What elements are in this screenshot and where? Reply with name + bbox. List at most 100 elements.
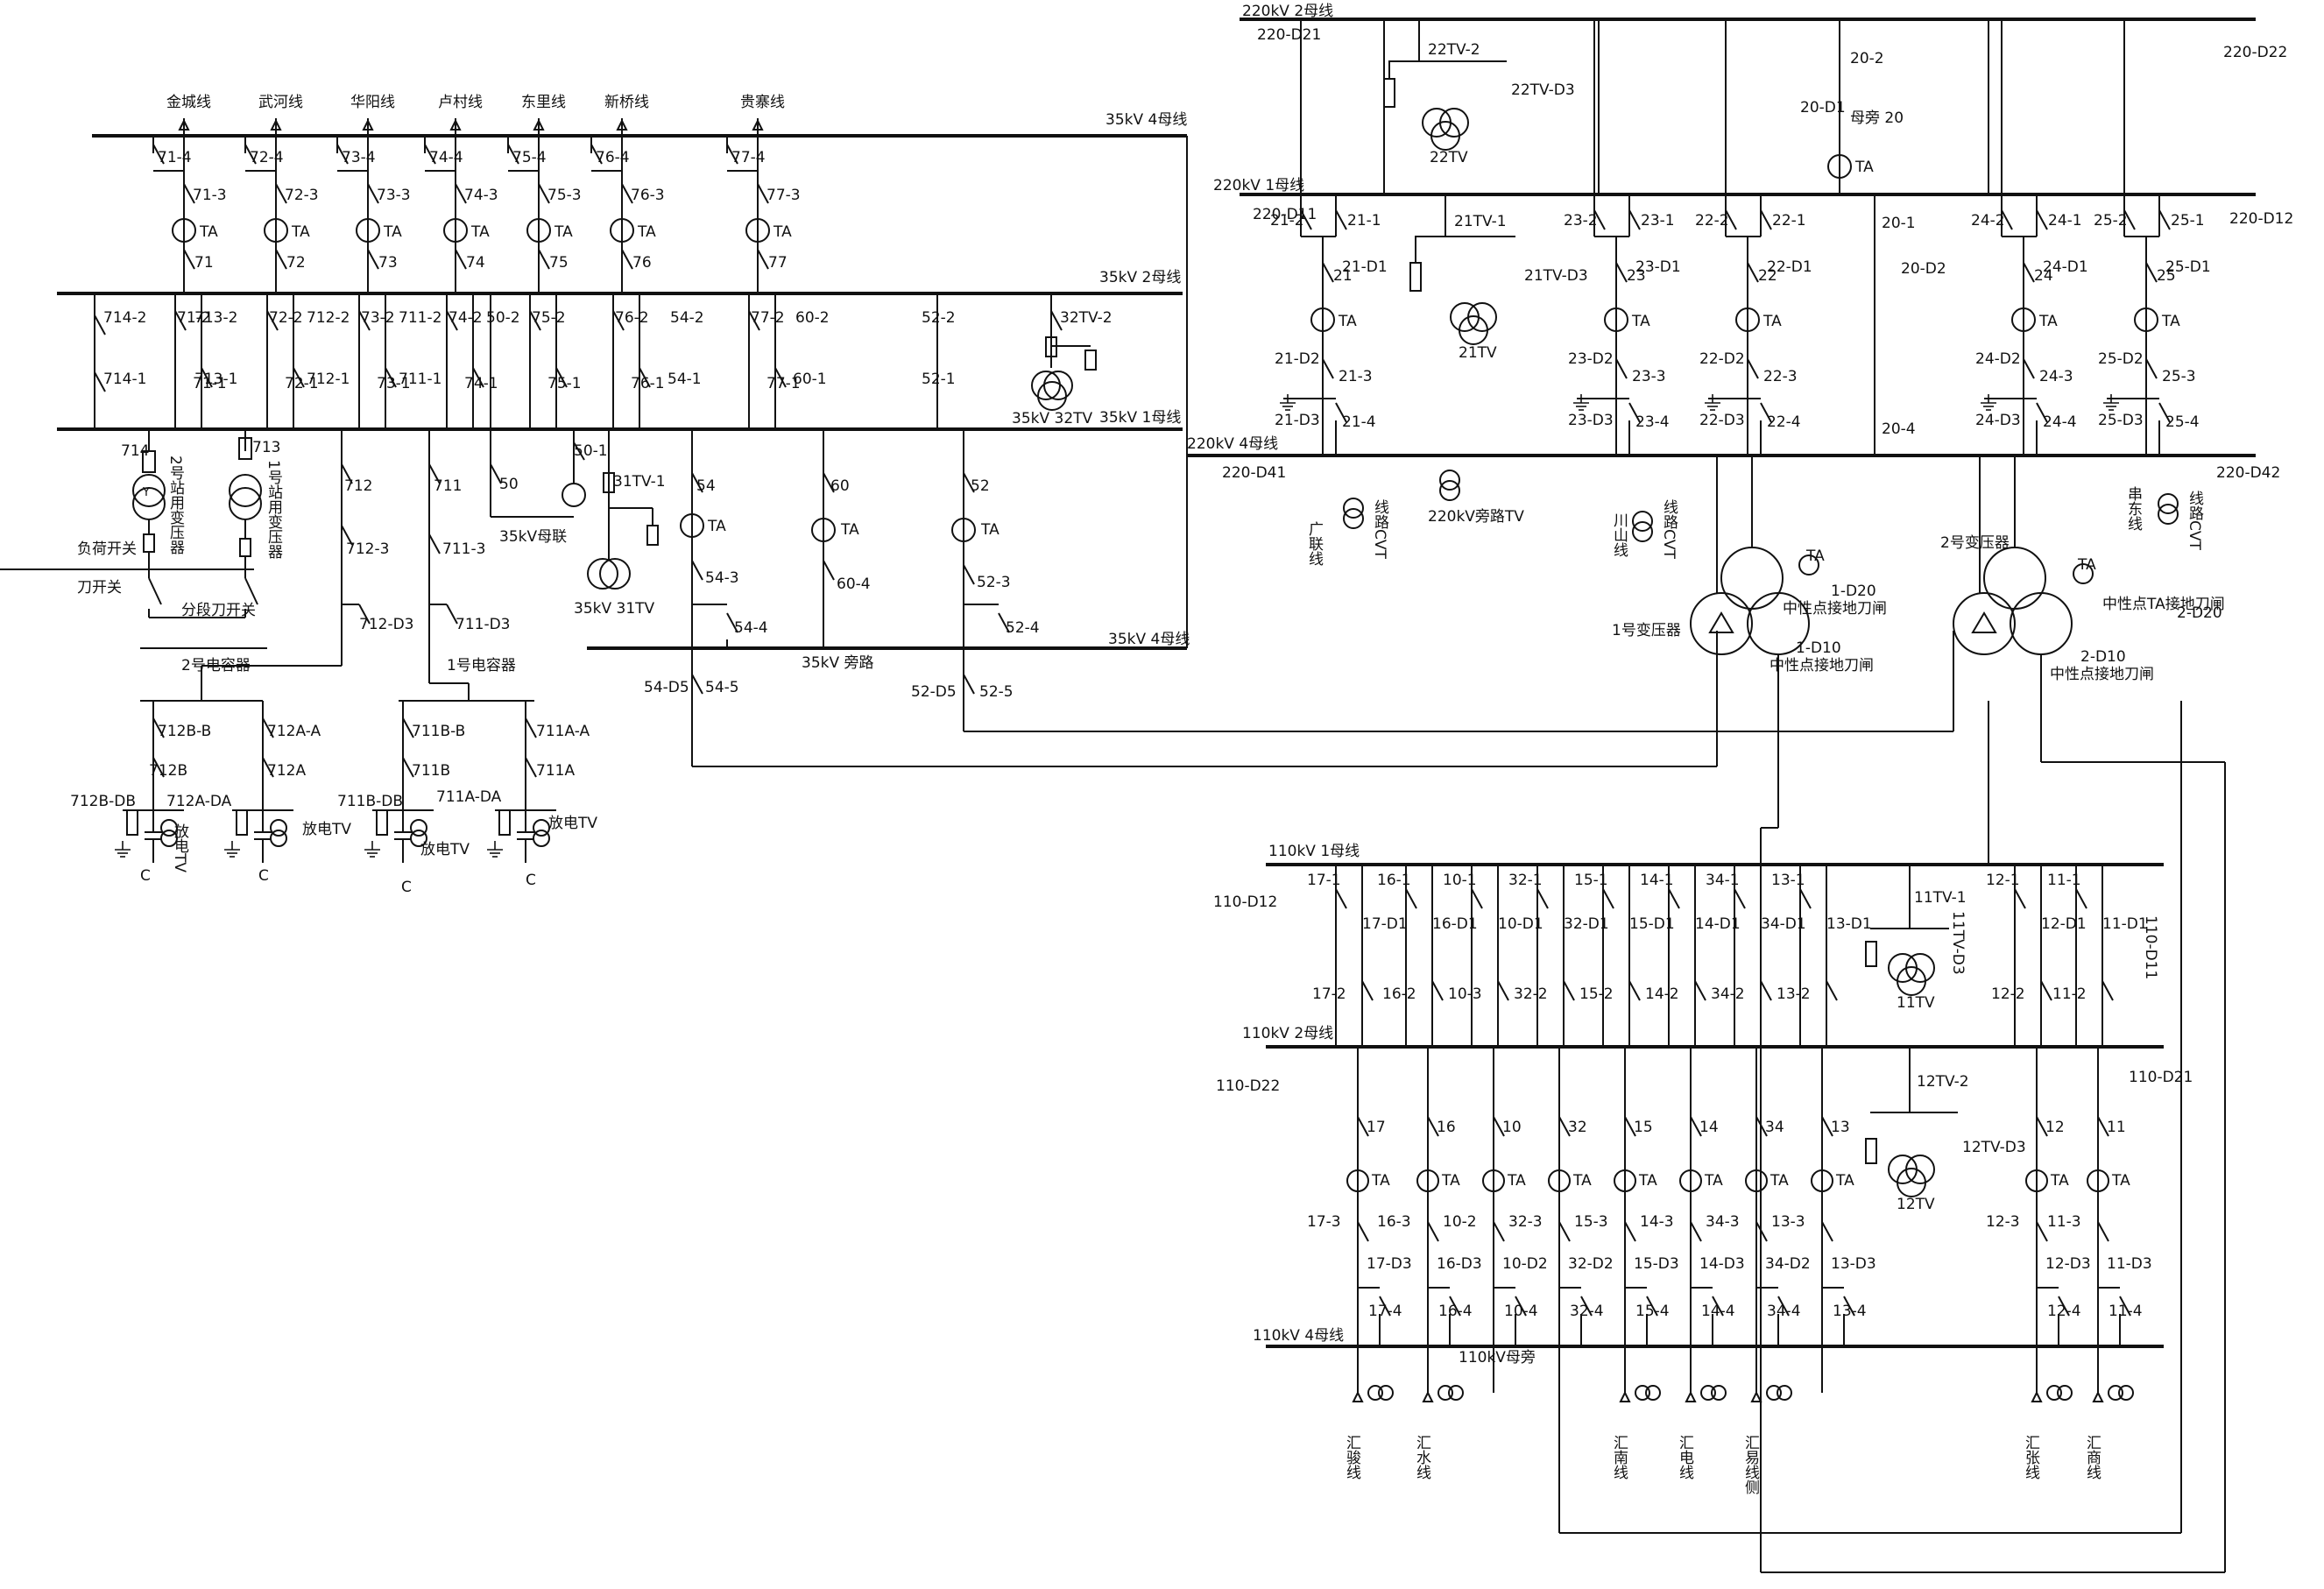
d220-12-label: 220-D12 [2229,210,2293,228]
bay110-ta: TA [2050,1172,2069,1190]
s52-4-label: 52-4 [1006,619,1040,637]
bay220-s2: 22-2 [1695,212,1729,230]
bay220-ta: TA [2038,313,2058,330]
bay110-breaker: 14 [1699,1119,1719,1136]
s714-1-label: 714-1 [103,371,146,388]
load-switch-label: 负荷开关 [77,540,137,558]
bay220-d2: 23-D2 [1568,350,1614,368]
feeder35-ta: TA [470,223,490,241]
bay110-d3: 15-D3 [1634,1255,1679,1273]
tv31-label: 35kV 31TV [574,600,655,618]
s712-2-label: 712-2 [307,309,350,327]
bay110-s2: 34-2 [1711,985,1745,1003]
discharge-tv-label-1: 放电TV [302,821,351,838]
bay220-s4: 23-4 [1635,413,1670,431]
kv220-bus1-label: 220kV 1母线 [1213,177,1304,194]
feeder35-name: 华阳线 [350,94,395,111]
bay220-s2: 24-2 [1971,212,2005,230]
stt2-label: 2号站用变压器 [166,456,185,554]
kv110-bypass-label: 110kV母旁 [1459,1349,1536,1367]
bay110-s2: 11-2 [2052,985,2087,1003]
s54-2-label: 54-2 [670,309,704,327]
guanglian-label: 广联线 [1305,521,1324,566]
bay110-s4: 10-4 [1504,1303,1538,1320]
feeder35-breaker: 76 [632,254,652,272]
s60-2-label: 60-2 [795,309,830,327]
bay220-s3: 25-3 [2162,368,2196,385]
tr1-neutral-label-1: 中性点接地刀闸 [1783,600,1887,618]
bay220-breaker: 22 [1758,267,1777,285]
bay110-ta: TA [1371,1172,1390,1190]
bay110-s1: 34-1 [1706,872,1740,889]
feeder35-breaker: 75 [549,254,569,272]
b54-label: 54 [696,477,716,495]
feeder35-s-b2: 75-2 [532,309,566,327]
tv11-d3-label: 11TV-D3 [1949,911,1967,975]
bay110-s3: 11-3 [2047,1213,2081,1231]
s712-d3-label: 712-D3 [359,616,414,633]
bay110-s2: 16-2 [1382,985,1416,1003]
feeder35-s-top: 72-4 [250,149,284,166]
bay110-s4: 12-4 [2047,1303,2081,1320]
feeder35-s-top: 73-4 [342,149,376,166]
bay220-breaker: 23 [1627,267,1646,285]
d2-10-label: 2-D10 [2080,648,2126,666]
bay110-breaker: 11 [2107,1119,2126,1136]
tv22-label: 22TV [1430,149,1468,166]
bay110-d3: 10-D2 [1502,1255,1548,1273]
bay220-s4: 21-4 [1342,413,1376,431]
bay220-d1: 24-D1 [2043,258,2088,276]
tr2-neutral-label: 中性点接地刀闸 [2050,666,2154,683]
tv31-symbol [587,558,618,590]
feeder35-breaker: 77 [768,254,788,272]
d712a-label: 712A-DA [166,793,232,810]
d110-11-label: 110-D11 [2142,915,2159,979]
feeder35-s-top: 76-4 [596,149,630,166]
stt1-transformer-symbol [229,474,262,507]
feeder35-s-mid: 72-3 [285,187,319,204]
bay110-d1: 17-D1 [1362,915,1408,933]
bay110-d1: 12-D1 [2041,915,2087,933]
bypass-tv-label: 220kV旁路TV [1428,508,1524,526]
bay220-s4: 24-4 [2043,413,2077,431]
feeder35-ta: TA [199,223,218,241]
bay110-s4: 13-4 [1833,1303,1867,1320]
s20-d2-label: 20-D2 [1901,260,1946,278]
bay110-s4: 34-4 [1767,1303,1801,1320]
feeder35-ta: TA [383,223,402,241]
bay110-d3: 34-D2 [1765,1255,1811,1273]
bay220-d1: 21-D1 [1342,258,1388,276]
feeder35-s-mid: 71-3 [193,187,227,204]
cap-c-label-3: C [401,879,412,896]
bay220-d2: 25-D2 [2098,350,2144,368]
tr2-neutral-ta-label: 中性点TA接地刀闸 [2102,596,2225,613]
bay110-breaker: 17 [1367,1119,1386,1136]
ta-tr1-label: TA [1805,547,1825,565]
bay110-s3: 17-3 [1307,1213,1341,1231]
kv220-bus2-label: 220kV 2母线 [1242,3,1333,20]
s711-d3-label: 711-D3 [456,616,511,633]
feeder35-s-mid: 73-3 [377,187,411,204]
d220-41-label: 220-D41 [1222,464,1286,482]
bay110-d1: 14-D1 [1695,915,1741,933]
kv110-bays: 17-117-D117-217TA17-317-D317-4汇骏线16-116-… [1307,865,2152,1495]
feeder35-s-mid: 77-3 [766,187,801,204]
d2-20-label: 2-D20 [2177,604,2222,622]
bay110-d3: 16-D3 [1437,1255,1482,1273]
bay110-breaker: 12 [2045,1119,2065,1136]
tv12-label: 12TV [1897,1196,1935,1213]
feeder35-ta: TA [554,223,573,241]
bay110-s3: 32-3 [1508,1213,1543,1231]
bay110-s3: 16-3 [1377,1213,1411,1231]
s52-d5-label: 52-D5 [911,683,957,701]
b60-label: 60 [830,477,850,495]
tv32-symbol [1031,371,1061,400]
s711-2-label: 711-2 [399,309,441,327]
s20-1-label: 20-1 [1882,215,1916,232]
feeder35-s-b1: 73-1 [377,375,411,392]
